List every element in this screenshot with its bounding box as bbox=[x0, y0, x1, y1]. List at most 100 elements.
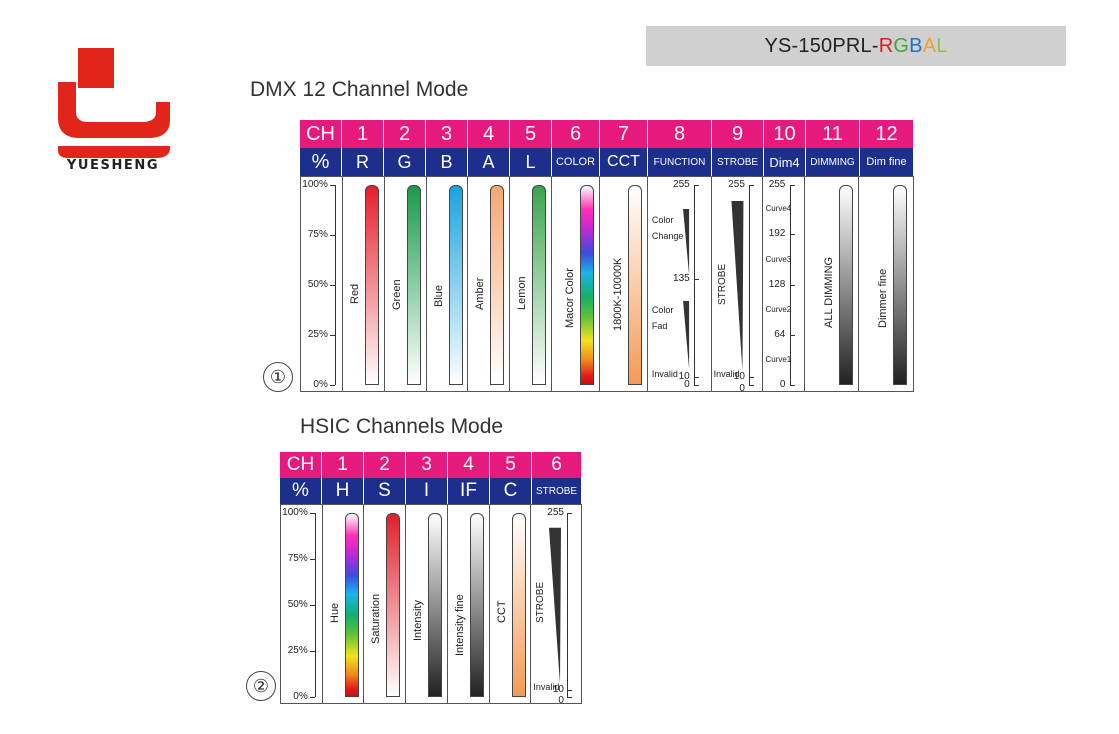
function-note: Change bbox=[651, 231, 684, 241]
percent-tick bbox=[330, 335, 335, 336]
dmx12-title: DMX 12 Channel Mode bbox=[250, 78, 469, 101]
channel-cell-11: ALL DIMMING bbox=[805, 177, 860, 391]
channel-bar-6 bbox=[580, 185, 595, 385]
strobe-tick bbox=[749, 385, 755, 386]
function-wedges bbox=[682, 209, 689, 369]
channel-cell-5: Lemon bbox=[510, 177, 553, 391]
channel-label-4: Intensity fine bbox=[453, 594, 466, 657]
channel-cell-7: 1800K-10000K bbox=[600, 177, 648, 391]
channel-label-5: Lemon bbox=[516, 276, 529, 310]
channel-number-10: 10 bbox=[764, 120, 806, 148]
channel-code-2: S bbox=[364, 478, 406, 504]
percent-tick bbox=[310, 697, 315, 698]
channel-number-1: 1 bbox=[322, 452, 364, 478]
model-letter-a: A bbox=[922, 34, 937, 57]
dim-curve-label: Curve1 bbox=[765, 354, 792, 364]
dim-curve-tick bbox=[789, 385, 795, 386]
channel-number-11: 11 bbox=[806, 120, 860, 148]
channel-bar-4 bbox=[490, 185, 505, 385]
channel-code-10: Dim4 bbox=[764, 148, 806, 176]
dim-curve-tick bbox=[789, 185, 795, 186]
model-letter-r: R bbox=[878, 34, 894, 57]
strobe-scale-label: 10 bbox=[733, 371, 745, 383]
channel-bar-2 bbox=[406, 185, 421, 385]
channel-label-11: ALL DIMMING bbox=[823, 256, 836, 328]
channel-label-7: 1800K-10000K bbox=[612, 257, 624, 331]
hsic-title: HSIC Channels Mode bbox=[300, 415, 504, 438]
channel-code-11: DIMMING bbox=[806, 148, 860, 176]
dim-curve-scale-label: 192 bbox=[768, 228, 786, 240]
percent-scale: 100%75%50%25%0% bbox=[301, 177, 343, 391]
percent-label: 0% bbox=[313, 379, 328, 390]
function-tick bbox=[693, 385, 699, 386]
channel-cell-4: Intensity fine bbox=[448, 505, 490, 703]
channel-cell-2: Saturation bbox=[364, 505, 407, 703]
channel-code-5: C bbox=[490, 478, 532, 504]
percent-header-label: % bbox=[300, 148, 342, 176]
ch-header-label: CH bbox=[300, 120, 342, 148]
channel-code-6: STROBE bbox=[532, 478, 582, 504]
strobe-scale-label: 0 bbox=[739, 383, 745, 394]
channel-label-12: Dimmer fine bbox=[877, 268, 890, 328]
dim-curve-scale-label: 0 bbox=[779, 379, 786, 390]
channel-code-4: IF bbox=[448, 478, 490, 504]
model-letter-b: B bbox=[909, 34, 923, 57]
brand-name: YUESHENG bbox=[66, 158, 160, 173]
model-letter-l: L bbox=[936, 34, 948, 57]
channel-bar-7 bbox=[628, 185, 642, 385]
channel-bar-5 bbox=[532, 185, 547, 385]
channel-bar-3 bbox=[428, 513, 443, 697]
channel-code-3: B bbox=[426, 148, 468, 176]
function-note: Color bbox=[651, 305, 674, 315]
percent-label: 100% bbox=[282, 507, 308, 518]
strobe-tick bbox=[749, 185, 755, 186]
strobe-tick bbox=[567, 689, 573, 691]
channel-cell-1: Red bbox=[343, 177, 385, 391]
dim-curve-scale-label: 255 bbox=[768, 179, 786, 190]
channel-number-4: 4 bbox=[468, 120, 510, 148]
function-tick bbox=[693, 377, 699, 379]
function-scale-label: 10 bbox=[678, 371, 690, 383]
channel-number-7: 7 bbox=[600, 120, 648, 148]
channel-number-4: 4 bbox=[448, 452, 490, 478]
percent-tick bbox=[330, 235, 335, 236]
channel-bar-3 bbox=[448, 185, 463, 385]
percent-tick bbox=[310, 559, 315, 560]
channel-number-5: 5 bbox=[510, 120, 552, 148]
dim-curve-tick bbox=[789, 334, 795, 336]
dim-curve-label: Curve3 bbox=[765, 254, 792, 264]
strobe-scale-label: 0 bbox=[558, 695, 564, 706]
channel-code-1: R bbox=[342, 148, 384, 176]
channel-bar-1 bbox=[364, 185, 379, 385]
function-note: Invalid bbox=[651, 369, 678, 379]
percent-label: 75% bbox=[287, 553, 308, 564]
channel-code-3: I bbox=[406, 478, 448, 504]
strobe-tick bbox=[567, 697, 573, 698]
channel-bar-2 bbox=[386, 513, 401, 697]
percent-tick bbox=[330, 385, 335, 386]
percent-axis bbox=[315, 513, 316, 697]
percent-scale: 100%75%50%25%0% bbox=[281, 505, 323, 703]
percent-label: 50% bbox=[307, 279, 328, 290]
channel-code-1: H bbox=[322, 478, 364, 504]
channel-code-2: G bbox=[384, 148, 426, 176]
channel-cell-3: Intensity bbox=[406, 505, 448, 703]
strobe-axis bbox=[749, 185, 751, 385]
percent-label: 100% bbox=[302, 179, 328, 190]
function-note: Fad bbox=[651, 321, 668, 331]
function-axis bbox=[693, 185, 695, 385]
channel-label-3: Blue bbox=[432, 284, 445, 307]
channel-number-12: 12 bbox=[860, 120, 914, 148]
channel-bar-4 bbox=[469, 513, 484, 697]
channel-cell-5: CCT bbox=[490, 505, 532, 703]
